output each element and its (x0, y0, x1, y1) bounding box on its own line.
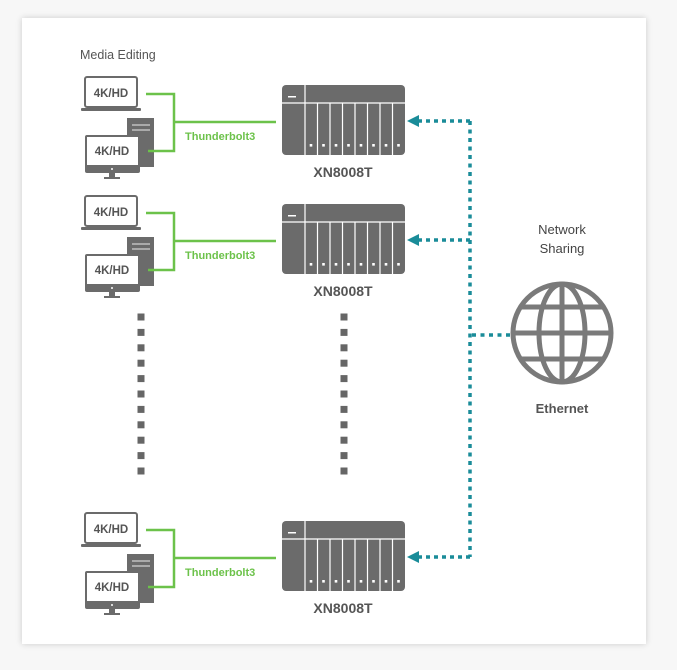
nas-model-label: XN8008T (313, 600, 373, 616)
nas-icon: XN8008T (282, 521, 405, 616)
ethernet-arrow (407, 551, 470, 563)
nas-model-label: XN8008T (313, 164, 373, 180)
laptop-icon: 4K/HD (81, 195, 141, 230)
section-title: Media Editing (80, 48, 156, 62)
ethernet-connection (468, 121, 512, 557)
thunderbolt-label: Thunderbolt3 (185, 567, 255, 579)
nas-icon: XN8008T (282, 204, 405, 299)
desktop-icon: 4K/HD (85, 118, 154, 179)
ethernet-arrow (407, 234, 470, 246)
laptop-label: 4K/HD (94, 88, 129, 100)
network-title-line1: Network (538, 222, 586, 237)
laptop-label: 4K/HD (94, 524, 129, 536)
thunderbolt-connection: Thunderbolt3 (146, 211, 276, 272)
thunderbolt-label: Thunderbolt3 (185, 131, 255, 143)
thunderbolt-label: Thunderbolt3 (185, 250, 255, 262)
nas-model-label: XN8008T (313, 283, 373, 299)
thunderbolt-connection: Thunderbolt3 (146, 528, 276, 589)
desktop-label: 4K/HD (95, 146, 130, 158)
laptop-icon: 4K/HD (81, 76, 141, 111)
desktop-label: 4K/HD (95, 265, 130, 277)
vertical-dots-icon (137, 313, 145, 475)
globe-icon (510, 281, 614, 385)
laptop-icon: 4K/HD (81, 512, 141, 547)
desktop-label: 4K/HD (95, 582, 130, 594)
thunderbolt-connection: Thunderbolt3 (146, 92, 276, 153)
network-label: Ethernet (536, 401, 589, 416)
ethernet-arrow (407, 115, 470, 127)
nas-icon: XN8008T (282, 85, 405, 180)
network-title-line2: Sharing (540, 241, 585, 256)
desktop-icon: 4K/HD (85, 554, 154, 615)
desktop-icon: 4K/HD (85, 237, 154, 298)
vertical-dots-icon (340, 313, 348, 475)
laptop-label: 4K/HD (94, 207, 129, 219)
